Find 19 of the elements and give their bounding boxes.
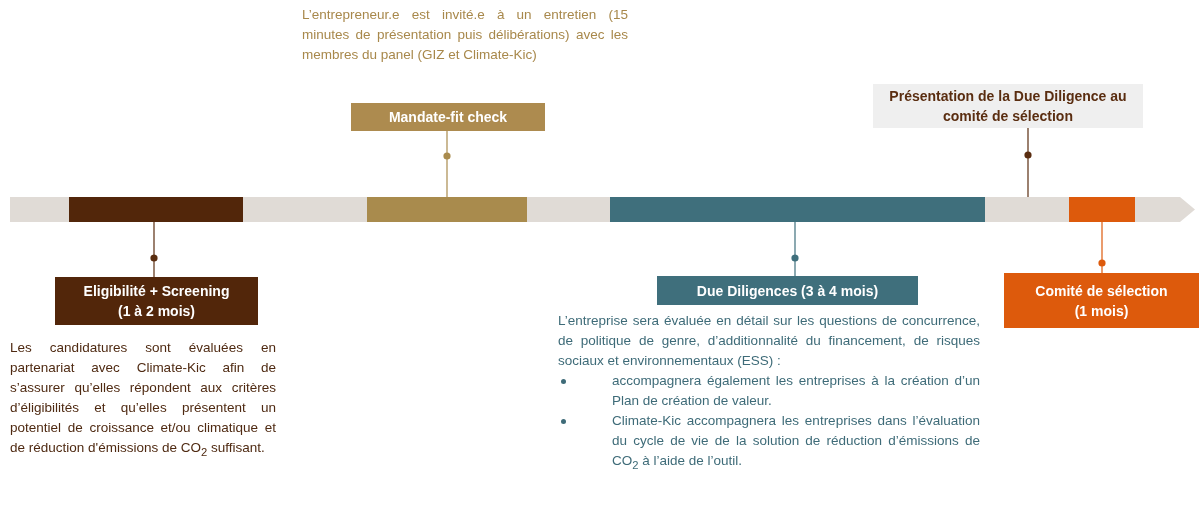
leader-line bbox=[791, 221, 799, 277]
description-text: L’entrepreneur.e est invité.e à un entretien (15 minutes de présentation puis délibérations) avec les membres du panel (GIZ et Climate-Kic) bbox=[302, 6, 628, 64]
leader-line bbox=[150, 221, 158, 278]
phase-label: Comité de sélection (1 mois) bbox=[1004, 273, 1199, 328]
description-text: L’entreprise sera évaluée en détail sur les questions de concurrence, de politique de genre, d’additionnalité du financement, de risques sociaux et environnementaux (ESS) : bbox=[558, 312, 980, 370]
phase-label: Due Diligences (3 à 4 mois) bbox=[657, 276, 918, 305]
timeline-segment bbox=[1069, 197, 1135, 222]
leader-line bbox=[1098, 221, 1106, 274]
timeline-segment bbox=[610, 197, 985, 222]
leader-line bbox=[1024, 127, 1032, 198]
milestone-label: Présentation de la Due Diligence au comité de sélection bbox=[873, 84, 1143, 128]
phase-label: Mandate-fit check bbox=[351, 103, 545, 131]
bullet-text: Climate-Kic accompagnera les entreprises dans l’évaluation du cycle de vie de la solution de réduction d’émissions de CO$_{2}$ à l’aide de l’outil. bbox=[612, 412, 980, 473]
phase-label: Eligibilité + Screening (1 à 2 mois) bbox=[55, 277, 258, 325]
bullet-text: accompagnera également les entreprises à la création d’un Plan de création de valeur. bbox=[612, 372, 980, 410]
timeline-segment bbox=[367, 197, 527, 222]
description-text: Les candidatures sont évaluées en partenariat avec Climate-Kic afin de s’assurer qu’elles répondent aux critères d’éligibilités et qu’elles présentent un potentiel de croissance et/ou climatique et de réduction d'émissions de CO$_{2}$ suffisant. bbox=[10, 339, 276, 460]
timeline-segment bbox=[69, 197, 243, 222]
leader-line bbox=[443, 130, 451, 198]
